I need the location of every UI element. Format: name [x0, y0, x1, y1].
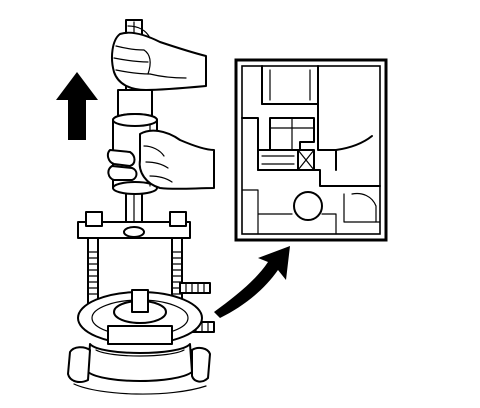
hub-assembly: [67, 289, 211, 395]
up-arrow-icon: [56, 72, 98, 140]
lower-hand: [106, 129, 215, 190]
upper-hand: [111, 25, 207, 91]
detail-inset: [234, 58, 388, 242]
puller-crossbar: [77, 211, 191, 239]
curved-arrow-icon: [214, 246, 290, 318]
